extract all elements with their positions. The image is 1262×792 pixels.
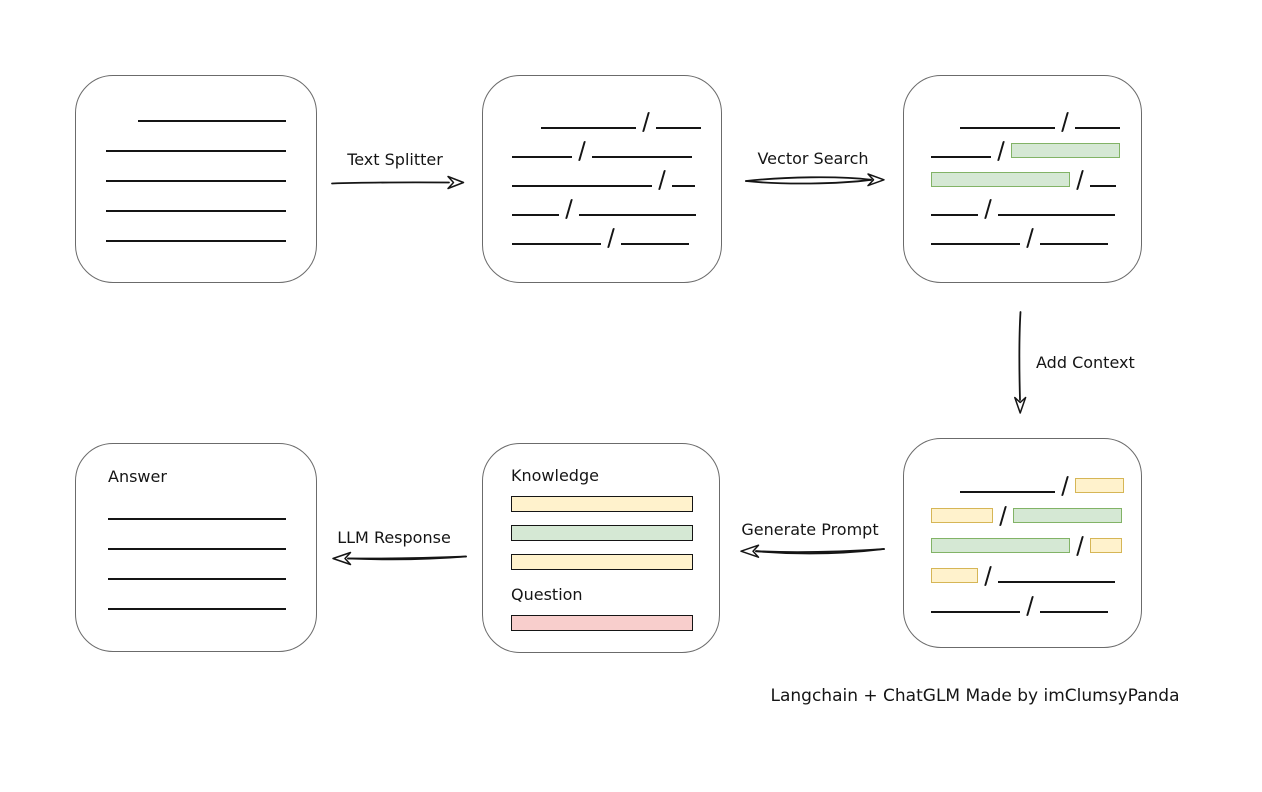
generate-prompt-arrow-label: Generate Prompt xyxy=(741,520,879,539)
text-line xyxy=(998,579,1115,583)
yellow-highlight-chunk xyxy=(931,568,978,583)
text-row xyxy=(960,463,1141,496)
knowledge-bars xyxy=(511,496,719,570)
text-line xyxy=(1090,183,1116,187)
text-line xyxy=(106,208,286,212)
text-row xyxy=(931,553,1141,586)
question-bars xyxy=(511,615,719,631)
red-bar xyxy=(511,615,693,631)
text-row xyxy=(931,523,1141,556)
text-line xyxy=(621,241,689,245)
yellow-highlight-chunk xyxy=(1075,478,1124,493)
text-line xyxy=(931,212,978,216)
text-row xyxy=(108,550,316,580)
text-line xyxy=(512,212,559,216)
split-text-box xyxy=(482,75,722,283)
source-document-box xyxy=(75,75,317,283)
down-arrow-icon xyxy=(1014,311,1027,414)
text-line xyxy=(108,546,286,550)
left-arrow-icon xyxy=(740,544,885,558)
text-line xyxy=(931,609,1020,613)
green-highlight-chunk xyxy=(931,172,1070,187)
slash-divider xyxy=(607,228,615,248)
text-line xyxy=(960,489,1055,493)
text-line xyxy=(672,183,695,187)
text-line xyxy=(108,606,286,610)
green-highlight-chunk xyxy=(1013,508,1122,523)
text-line xyxy=(106,148,286,152)
text-row xyxy=(931,583,1141,616)
text-line xyxy=(108,516,286,520)
text-line xyxy=(998,212,1115,216)
vector-search-arrow-label: Vector Search xyxy=(757,149,869,168)
text-row xyxy=(106,182,316,212)
yellow-bar xyxy=(511,496,693,512)
slash-divider xyxy=(1026,228,1034,248)
text-row xyxy=(541,100,721,132)
text-row xyxy=(931,158,1141,190)
right-arrow-icon xyxy=(745,173,885,187)
text-line xyxy=(512,154,572,158)
caption: Langchain + ChatGLM Made by imClumsyPand… xyxy=(770,686,1180,706)
text-line xyxy=(106,238,286,242)
add-context-arrow-label: Add Context xyxy=(1036,353,1135,372)
text-line xyxy=(512,241,601,245)
answer-box: Answer xyxy=(75,443,317,652)
question-label: Question xyxy=(511,585,583,604)
text-row xyxy=(931,129,1141,161)
text-line xyxy=(656,125,701,129)
text-row xyxy=(931,493,1141,526)
text-row xyxy=(960,100,1141,132)
knowledge-label: Knowledge xyxy=(511,466,599,485)
text-line xyxy=(541,125,636,129)
text-line xyxy=(579,212,696,216)
green-highlight-chunk xyxy=(1011,143,1120,158)
text-line xyxy=(512,183,652,187)
yellow-bar xyxy=(511,554,693,570)
text-splitter-arrow-label: Text Splitter xyxy=(347,150,443,169)
slash-divider xyxy=(1026,596,1034,616)
text-line xyxy=(960,125,1055,129)
text-row xyxy=(106,152,316,182)
text-row xyxy=(512,129,721,161)
answer-lines xyxy=(108,490,316,610)
text-row xyxy=(108,580,316,610)
text-row xyxy=(512,187,721,219)
yellow-highlight-chunk xyxy=(931,508,993,523)
vector-matches-box xyxy=(903,75,1142,283)
text-row xyxy=(108,490,316,520)
yellow-highlight-chunk xyxy=(1090,538,1122,553)
text-row xyxy=(138,92,316,122)
text-row xyxy=(106,212,316,242)
prompt-box: Knowledge Question xyxy=(482,443,720,653)
text-row xyxy=(106,122,316,152)
context-chunks-box xyxy=(903,438,1142,648)
text-row xyxy=(108,520,316,550)
answer-label: Answer xyxy=(108,467,167,486)
text-line xyxy=(138,118,286,122)
text-row xyxy=(512,158,721,190)
llm-response-arrow-label: LLM Response xyxy=(337,528,451,547)
text-line xyxy=(108,576,286,580)
text-row xyxy=(512,216,721,248)
text-line xyxy=(106,178,286,182)
text-line xyxy=(1075,125,1120,129)
text-line xyxy=(592,154,692,158)
left-arrow-icon xyxy=(332,551,467,566)
text-line xyxy=(931,241,1020,245)
green-bar xyxy=(511,525,693,541)
text-line xyxy=(1040,241,1108,245)
text-row xyxy=(931,187,1141,219)
text-line xyxy=(931,154,991,158)
text-line xyxy=(1040,609,1108,613)
green-highlight-chunk xyxy=(931,538,1070,553)
text-row xyxy=(931,216,1141,248)
right-arrow-icon xyxy=(331,175,465,190)
